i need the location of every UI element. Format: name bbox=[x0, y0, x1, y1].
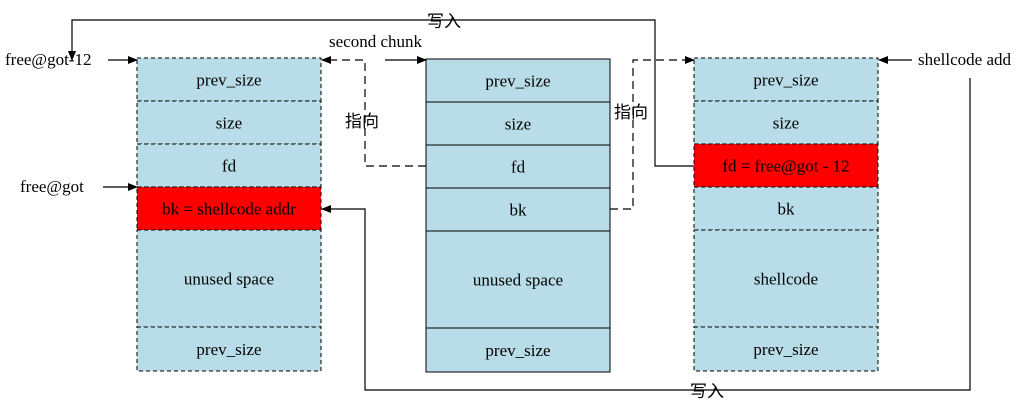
free-got-label: free@got bbox=[20, 177, 84, 196]
left-chunk-cell-label-0: prev_size bbox=[196, 71, 261, 90]
middle-chunk-cell-2 bbox=[425, 144, 611, 189]
right-chunk-cell-3 bbox=[693, 186, 879, 231]
middle-chunk-cell-label-5: prev_size bbox=[485, 341, 550, 360]
middle-chunk-cell-4 bbox=[425, 230, 611, 329]
middle-chunk-cell-label-3: bk bbox=[510, 201, 528, 220]
points-to-label-2: 指向 bbox=[614, 103, 648, 122]
middle-bk-pointer bbox=[610, 56, 695, 210]
left-chunk-cell-0 bbox=[136, 57, 322, 102]
right-chunk-cell-1 bbox=[693, 100, 879, 145]
middle-chunk-cell-label-4: unused space bbox=[473, 271, 563, 290]
points-to-label-1: 指向 bbox=[345, 112, 379, 131]
right-chunk-cell-label-5: prev_size bbox=[753, 340, 818, 359]
write-top-connector bbox=[68, 19, 694, 167]
right-chunk-cell-0 bbox=[693, 57, 879, 102]
second-chunk-label: second chunk bbox=[329, 32, 423, 51]
middle-chunk-cell-5 bbox=[425, 327, 611, 373]
right-chunk-cell-4 bbox=[693, 229, 879, 328]
right-chunk-cell-2 bbox=[693, 143, 879, 188]
left-chunk-cell-label-4: unused space bbox=[184, 270, 274, 289]
right-chunk-cell-label-1: size bbox=[773, 114, 799, 133]
middle-chunk-cell-label-2: fd bbox=[511, 158, 526, 177]
right-chunk-cell-label-2: fd = free@got - 12 bbox=[722, 157, 849, 176]
left-chunk-cell-1 bbox=[136, 100, 322, 145]
left-chunk-cell-label-1: size bbox=[216, 114, 242, 133]
left-chunk-cell-2 bbox=[136, 143, 322, 188]
right-chunk-cell-label-4: shellcode bbox=[754, 270, 818, 289]
middle-chunk-cell-label-0: prev_size bbox=[485, 72, 550, 91]
middle-chunk-cell-1 bbox=[425, 101, 611, 146]
left-chunk-cell-label-5: prev_size bbox=[196, 340, 261, 359]
write-bottom-connector bbox=[321, 78, 971, 391]
middle-chunk-cell-label-1: size bbox=[505, 115, 531, 134]
right-chunk-cell-label-3: bk bbox=[778, 200, 796, 219]
write-bottom-label: 写入 bbox=[690, 382, 724, 401]
free-got-minus-12-label: free@got-12 bbox=[5, 50, 91, 69]
left-chunk-cell-label-2: fd bbox=[222, 157, 237, 176]
left-chunk-cell-label-3: bk = shellcode addr bbox=[162, 200, 296, 219]
right-chunk-cell-label-0: prev_size bbox=[753, 71, 818, 90]
shellcode-addr-label: shellcode add bbox=[918, 50, 1011, 69]
right-chunk-cell-5 bbox=[693, 326, 879, 372]
middle-chunk-cell-0 bbox=[425, 58, 611, 103]
middle-fd-pointer bbox=[321, 56, 426, 167]
left-chunk-cell-5 bbox=[136, 326, 322, 372]
left-chunk-cell-4 bbox=[136, 229, 322, 328]
write-top-label: 写入 bbox=[427, 12, 461, 31]
left-chunk-cell-3 bbox=[136, 186, 322, 231]
